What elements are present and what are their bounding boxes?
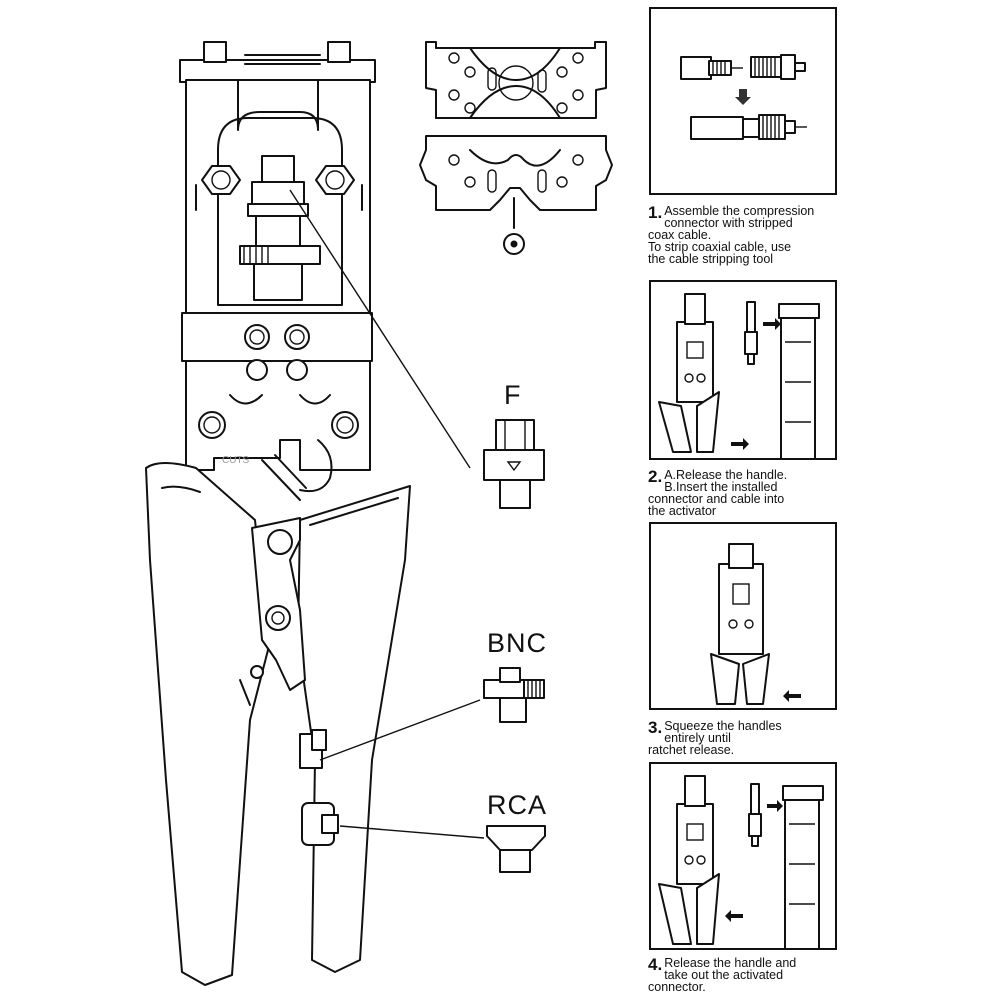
f-connector-drawing	[483, 419, 545, 509]
squeeze-handles-illustration	[710, 543, 801, 705]
left-handle	[145, 462, 269, 986]
step-2-text: 2. A.Release the handle. B.Insert the in…	[648, 467, 988, 518]
tool-release-illustration	[658, 293, 820, 458]
step-3-panel	[649, 522, 837, 710]
step-3-line: ratchet release.	[648, 743, 735, 757]
right-handle	[297, 485, 411, 973]
f-connector-label: F	[504, 380, 522, 410]
leader-lines	[289, 189, 485, 839]
die-top-view	[425, 41, 607, 119]
bnc-connector-label: BNC	[487, 628, 548, 658]
hex-nut-right	[315, 165, 355, 195]
rca-connector-label: RCA	[487, 790, 548, 820]
step-1-text: 1. Assemble the compression connector wi…	[648, 203, 988, 266]
remove-connector-illustration	[658, 775, 824, 948]
connector-assembly-illustration	[680, 54, 807, 140]
step-1-line: coax cable.	[648, 228, 712, 242]
step-1-line: To strip coaxial cable, use	[648, 240, 792, 254]
step-2-line: connector and cable into	[648, 492, 785, 506]
step-2-line: A.Release the handle.	[664, 468, 788, 482]
step-2-line: the activator	[648, 504, 717, 518]
step-2-number: 2.	[648, 467, 663, 486]
step-4-line: Release the handle and	[664, 956, 797, 970]
clamp-band	[181, 312, 373, 362]
rca-connector-drawing	[486, 825, 546, 873]
bnc-connector-drawing	[483, 667, 545, 723]
tool-top-cap	[179, 41, 376, 83]
step-1-number: 1.	[648, 203, 663, 222]
center-plunger	[239, 155, 321, 301]
step-4-line: connector.	[648, 980, 706, 994]
step-1-panel	[649, 7, 837, 195]
step-2-panel	[649, 280, 837, 460]
step-1-line: the cable stripping tool	[648, 252, 774, 266]
hex-nut-left	[201, 165, 241, 195]
step-1-line: Assemble the compression	[664, 204, 815, 218]
ratchet-linkage	[251, 454, 307, 691]
step-4-number: 4.	[648, 955, 663, 974]
crimp-tool-drawing: CUTS	[145, 41, 613, 986]
step-2-line: B.Insert the installed	[664, 480, 778, 494]
step-3-line: Squeeze the handles	[664, 719, 782, 733]
die-side-view	[419, 135, 613, 255]
step-3-text: 3. Squeeze the handles entirely until ra…	[648, 718, 988, 757]
step-3-line: entirely until	[664, 731, 731, 745]
frame-lower-holes	[198, 359, 359, 493]
step-4-text: 4. Release the handle and take out the a…	[648, 955, 988, 994]
step-4-line: take out the activated	[664, 968, 784, 982]
brand-mark: CUTS	[222, 455, 250, 466]
step-4-panel	[649, 762, 837, 950]
step-1-line: connector with stripped	[664, 216, 793, 230]
step-3-number: 3.	[648, 718, 663, 737]
